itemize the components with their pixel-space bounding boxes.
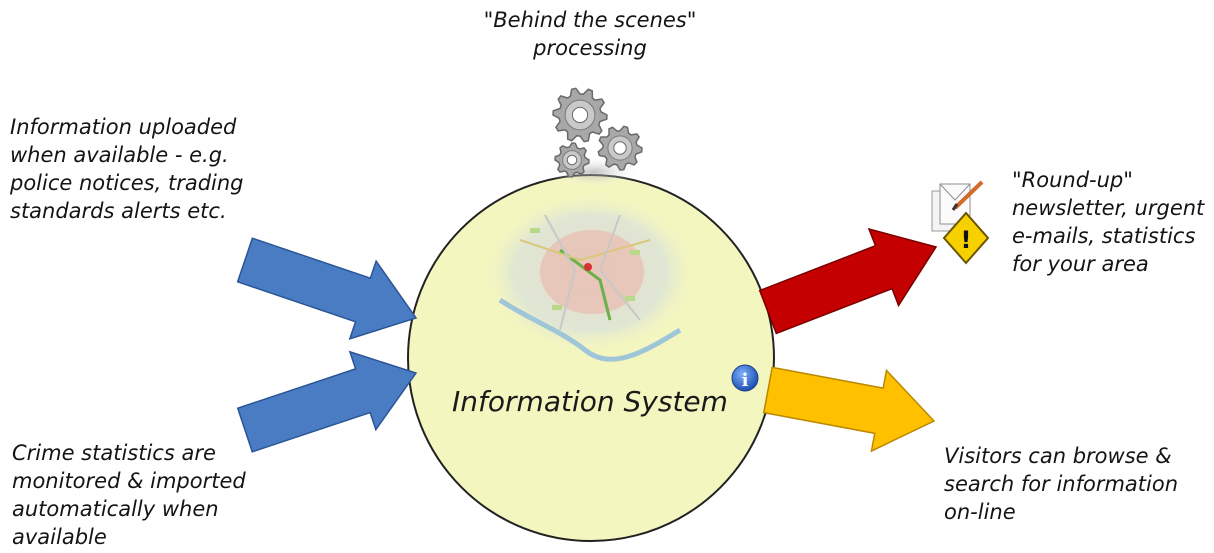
warning-glyph: ! [961,226,972,254]
visitors-browse-label: Visitors can browse & search for informa… [944,444,1179,524]
info-icon[interactable]: i [731,364,759,392]
warning-icon: ! [942,211,990,265]
information-uploaded-label: Information uploaded when available - e.… [10,115,244,223]
behind-the-scenes-label: "Behind the scenes" processing [483,8,697,60]
information-system-label: Information System [452,385,728,418]
arrow-in-bottom [236,350,418,453]
gears-icon [546,87,643,188]
map-icon [482,191,698,362]
info-glyph: i [742,370,749,391]
arrow-out-bottom [762,366,936,453]
email-icon [931,180,984,232]
crime-statistics-label: Crime statistics are monitored & importe… [12,441,246,549]
round-up-newsletter-label: "Round-up" newsletter, urgent e-mails, s… [1012,168,1205,276]
arrow-out-top [758,227,938,335]
arrow-in-top [236,237,418,340]
